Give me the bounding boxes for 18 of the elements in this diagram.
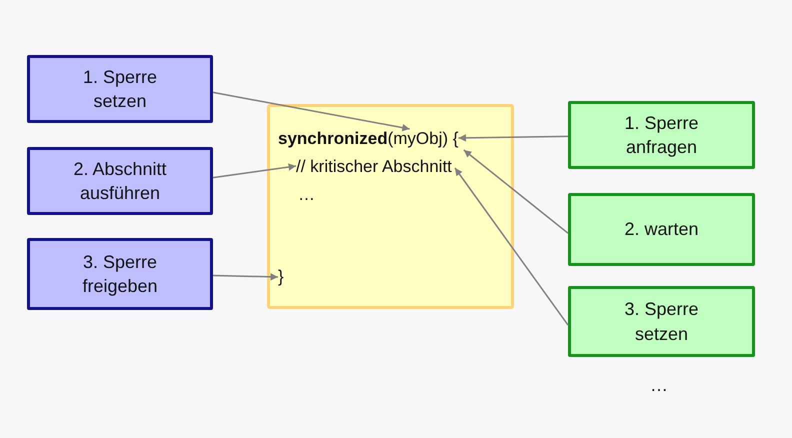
- step-box: 2. Abschnitt ausführen: [27, 147, 213, 215]
- arrow: [458, 134, 568, 142]
- step-box: 1. Sperre setzen: [27, 55, 213, 123]
- arrow: [212, 163, 296, 178]
- arrow: [212, 92, 410, 132]
- code-line: synchronized(myObj) {: [278, 129, 458, 149]
- code-line: // kritischer Abschnitt: [296, 157, 452, 177]
- arrow: [454, 168, 569, 326]
- arrow: [463, 149, 568, 234]
- code-line: }: [278, 267, 284, 287]
- step-box: 1. Sperre anfragen: [568, 101, 755, 169]
- code-line: …: [298, 185, 315, 205]
- arrow: [212, 273, 278, 281]
- step-box: 2. warten: [568, 193, 755, 266]
- ellipsis-text: …: [650, 375, 668, 396]
- step-box: 3. Sperre setzen: [568, 286, 755, 357]
- code-block: [267, 104, 514, 309]
- step-box: 3. Sperre freigeben: [27, 238, 213, 310]
